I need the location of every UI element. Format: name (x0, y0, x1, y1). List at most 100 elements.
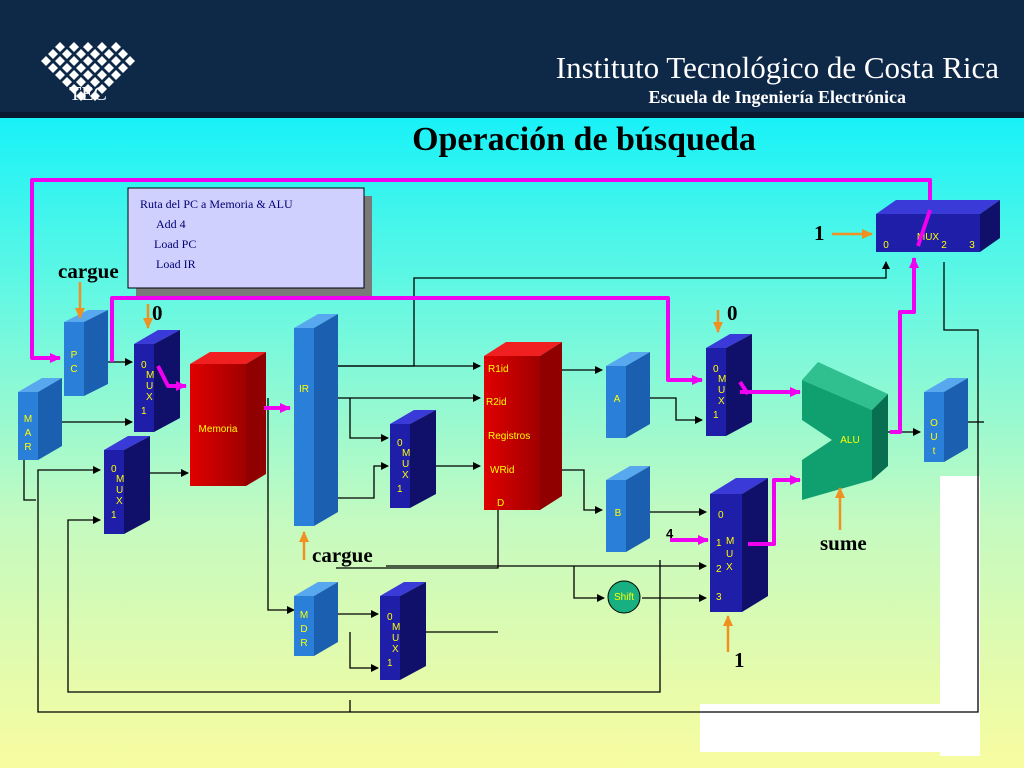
logo-diamond (48, 49, 58, 59)
ir-register: IR (294, 314, 338, 526)
logo-diamond (76, 49, 86, 59)
svg-text:2: 2 (941, 240, 947, 251)
svg-text:t: t (933, 446, 936, 457)
svg-text:A: A (25, 428, 32, 439)
mux-label: M (146, 370, 154, 381)
mux-label: U (116, 485, 123, 496)
svg-text:1: 1 (716, 538, 722, 549)
svg-text:3: 3 (716, 592, 722, 603)
svg-text:ALU: ALU (840, 435, 859, 446)
alu-b-select: 1 (734, 648, 745, 672)
logo-diamond (76, 91, 86, 101)
mux-label: 0 (111, 464, 117, 475)
svg-text:0: 0 (718, 510, 724, 521)
mux-label: M (392, 622, 400, 633)
note-box: Ruta del PC a Memoria & ALU Add 4 Load P… (127, 187, 372, 296)
school-name: Escuela de Ingeniería Electrónica (649, 87, 906, 107)
logo-diamond (69, 42, 79, 52)
logo-diamond (62, 77, 72, 87)
mux-label: M (718, 374, 726, 385)
logo-diamond (55, 42, 65, 52)
mux-label: U (146, 381, 153, 392)
b-register: B (606, 466, 650, 552)
svg-text:R: R (24, 442, 31, 453)
svg-text:M: M (726, 536, 734, 547)
slide-title: Operación de búsqueda (412, 121, 756, 158)
logo-diamond (90, 77, 100, 87)
logo-diamond (69, 70, 79, 80)
logo-diamond (41, 56, 51, 66)
svg-text:M: M (300, 610, 308, 621)
mux-label: X (116, 496, 123, 507)
mux-label: 0 (387, 612, 393, 623)
svg-text:Load PC: Load PC (154, 237, 196, 251)
register-file: R1id R2id Registros WRid D (484, 342, 562, 510)
logo-text: TEC (69, 83, 107, 105)
logo-diamond (118, 63, 128, 73)
tec-logo: TEC (41, 42, 135, 105)
mux-pc-source: MUX 0 2 3 (876, 200, 1000, 252)
svg-text:IR: IR (299, 384, 309, 395)
logo-diamond (111, 42, 121, 52)
logo-diamond (97, 70, 107, 80)
mux-label: 1 (141, 406, 147, 417)
svg-text:A: A (614, 394, 621, 405)
svg-text:P: P (71, 350, 78, 361)
mux-label: 1 (111, 510, 117, 521)
svg-text:2: 2 (716, 564, 722, 575)
constant-four: 4 (666, 526, 674, 541)
ir-load-label: cargue (312, 543, 373, 567)
logo-diamond (69, 56, 79, 66)
logo-diamond (97, 84, 107, 94)
institution-name: Instituto Tecnológico de Costa Rica (556, 50, 999, 85)
logo-diamond (83, 42, 93, 52)
svg-text:MUX: MUX (917, 232, 940, 243)
active-path (30, 178, 932, 546)
mux-label: 1 (387, 658, 393, 669)
mux-label: X (146, 392, 153, 403)
shift-unit: Shift (607, 580, 641, 614)
svg-text:Add 4: Add 4 (156, 217, 186, 231)
header-bar (0, 0, 1024, 112)
logo-diamond (125, 56, 135, 66)
pc-load-label: cargue (58, 259, 119, 283)
svg-text:R: R (300, 638, 307, 649)
logo-diamond (83, 70, 93, 80)
svg-text:R2id: R2id (486, 397, 507, 408)
mdr-register: M D R (294, 582, 338, 656)
logo-diamond (83, 84, 93, 94)
mux-label: M (402, 448, 410, 459)
svg-text:3: 3 (969, 240, 975, 251)
logo-diamond (62, 63, 72, 73)
logo-diamond (111, 56, 121, 66)
svg-text:Shift: Shift (614, 592, 634, 603)
mux-label: 0 (397, 438, 403, 449)
svg-text:0: 0 (883, 240, 889, 251)
logo-diamond (104, 63, 114, 73)
logo-diamond (90, 63, 100, 73)
svg-text:WRid: WRid (490, 465, 514, 476)
mux-label: X (402, 470, 409, 481)
white-overlay-bottom (700, 704, 980, 752)
svg-text:Ruta del PC a Memoria & ALU: Ruta del PC a Memoria & ALU (140, 197, 293, 211)
mux-label: X (718, 396, 725, 407)
mux-label: 1 (397, 484, 403, 495)
svg-text:B: B (615, 508, 622, 519)
alu-op-label: sume (820, 531, 867, 555)
mux-label: 0 (141, 360, 147, 371)
mux-label: U (392, 633, 399, 644)
pc-mux-select: 0 (152, 301, 163, 325)
logo-diamond (76, 77, 86, 87)
svg-text:R1id: R1id (488, 364, 509, 375)
alu-a-select: 0 (727, 301, 738, 325)
logo-diamond (76, 63, 86, 73)
logo-diamond (104, 77, 114, 87)
svg-text:Registros: Registros (488, 431, 530, 442)
svg-text:Load IR: Load IR (156, 257, 196, 271)
svg-text:C: C (70, 364, 77, 375)
logo-diamond (83, 56, 93, 66)
